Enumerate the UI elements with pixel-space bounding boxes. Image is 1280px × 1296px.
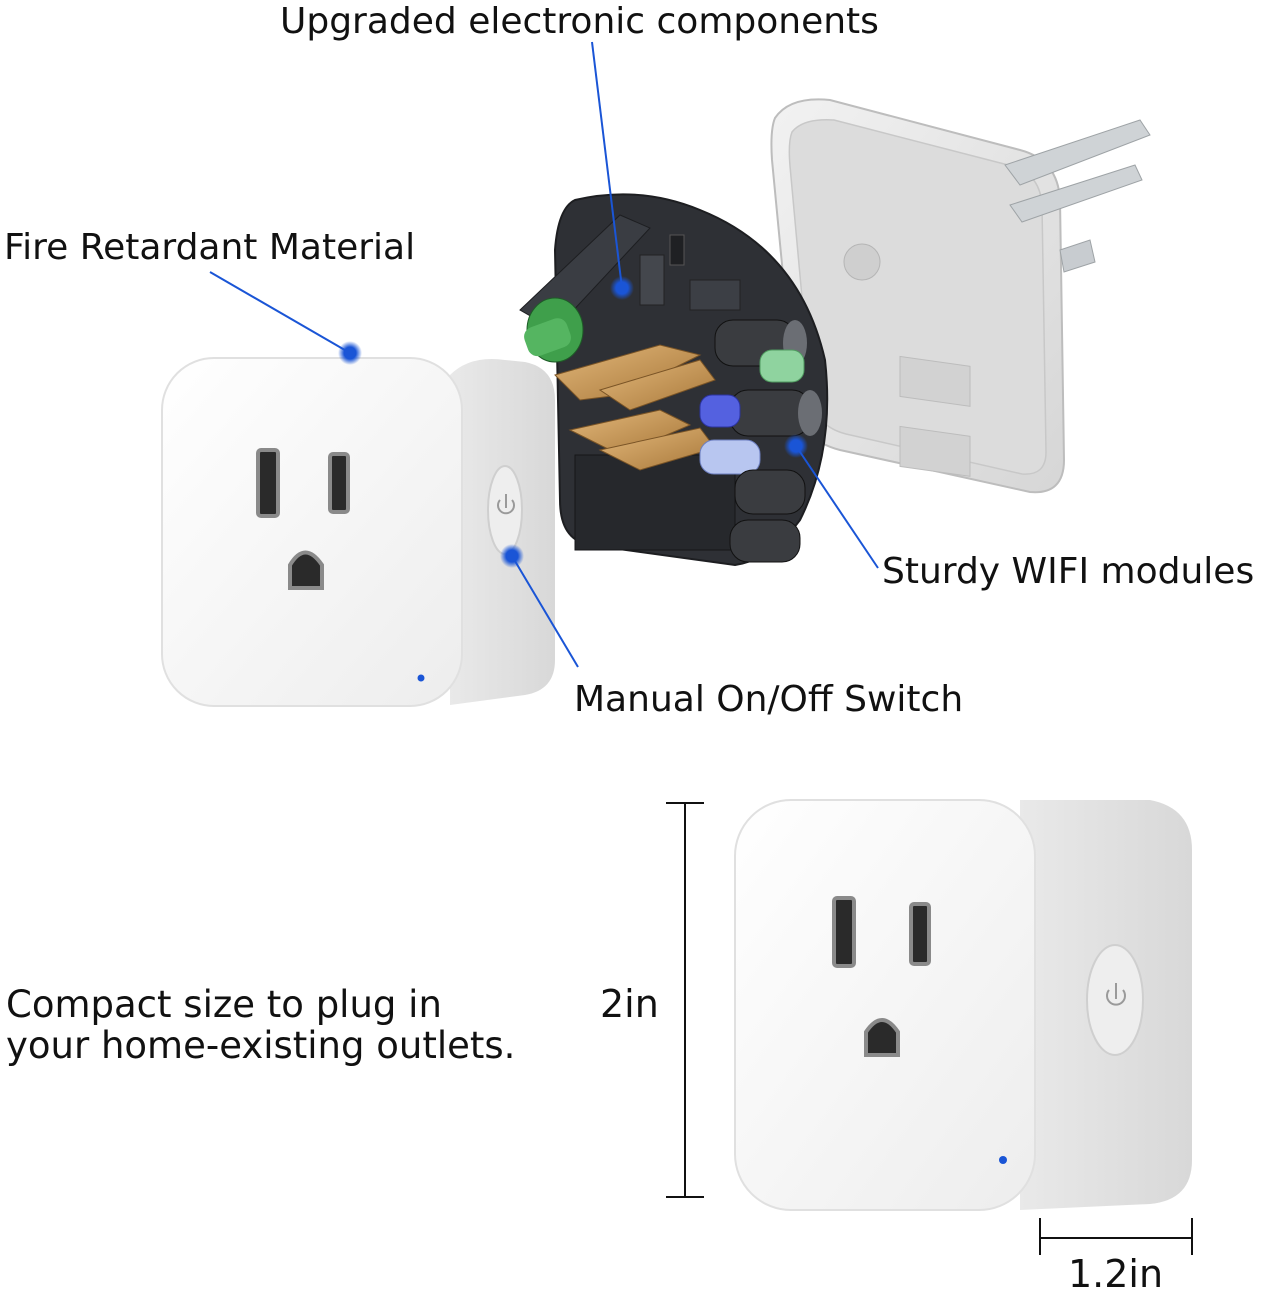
callout-fire-retardant: Fire Retardant Material	[4, 227, 416, 268]
depth-dimension-marker	[1039, 1218, 1193, 1255]
callout-leaders	[209, 41, 879, 668]
compact-size-description: Compact size to plug in your home-existi…	[6, 983, 516, 1068]
indicator-led-icon	[999, 1156, 1007, 1164]
smart-plug-dimension-view	[734, 799, 1192, 1211]
back-cover	[770, 98, 1151, 494]
height-dimension-label: 2in	[600, 982, 659, 1026]
height-dimension-marker	[666, 802, 704, 1198]
power-icon	[1106, 983, 1126, 1006]
power-icon	[497, 494, 515, 515]
smart-plug-front	[161, 357, 555, 707]
depth-dimension-label: 1.2in	[1068, 1252, 1164, 1296]
callout-upgraded-components: Upgraded electronic components	[280, 1, 879, 42]
callout-wifi-modules: Sturdy WIFI modules	[882, 551, 1255, 592]
callout-manual-switch: Manual On/Off Switch	[574, 679, 964, 720]
indicator-led-icon	[417, 674, 425, 682]
